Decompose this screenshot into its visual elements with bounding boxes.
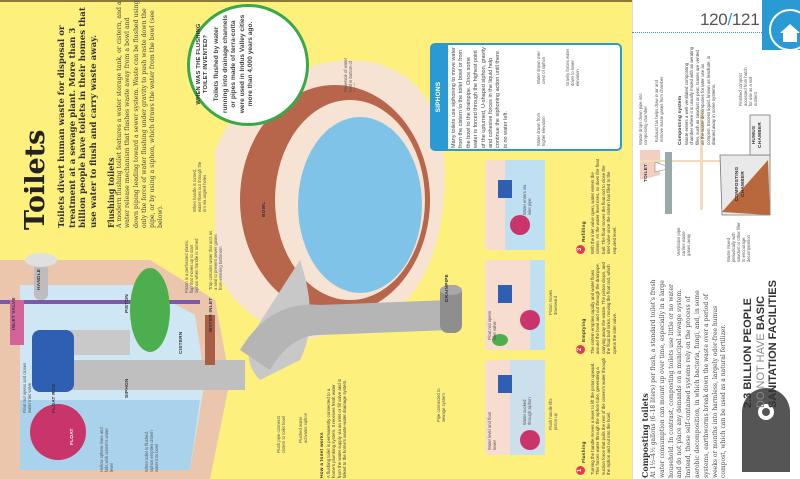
how-text: A flushing toilet is permanently connect… xyxy=(326,378,348,478)
label-piston: PISTON xyxy=(125,294,130,313)
note-trap: Trap contains water that acts as a seal … xyxy=(208,230,223,290)
label-cistern: CISTERN xyxy=(179,331,184,354)
note-vent: Ventilation pipe carries waste gases awa… xyxy=(676,227,691,256)
label-handle: HANDLE xyxy=(37,268,42,290)
note-float: Hollow sphere rises and falls with ciste… xyxy=(99,427,114,472)
step-number: 1 xyxy=(576,466,586,475)
step-title: Refilling xyxy=(582,221,587,242)
stat-callout: 2.3 BILLION PEOPLE DO NOT HAVE BASIC SAN… xyxy=(742,280,790,408)
page-title: Toilets xyxy=(24,129,51,230)
bubble-heading: WHEN WAS THE FLUSHING TOILET INVENTED? xyxy=(196,23,209,105)
note-piston: Piston is a perforated plastic flap that… xyxy=(184,238,199,293)
note-rim: When handle is turned, water flows out t… xyxy=(192,161,207,212)
label-siphon: SIPHON xyxy=(125,378,130,398)
fact-bubble-content: WHEN WAS THE FLUSHING TOILET INVENTED? T… xyxy=(196,14,300,114)
siphon-label-gravity: Gravity forces water down to lower eleva… xyxy=(565,48,580,86)
step2-label: Piston moves downward xyxy=(548,289,558,315)
note-float-rod: Float rod opens and closes water inlet v… xyxy=(22,362,32,413)
note-siphon: When toilet is flushed, siphon empties c… xyxy=(144,430,159,472)
siphons-heading: SIPHONS xyxy=(435,81,442,113)
step-text: Turning the handle moves a lever to lift… xyxy=(590,357,612,475)
label-toilet: TOILET xyxy=(644,163,649,182)
step-1: 1 Flushing Turning the handle moves a lev… xyxy=(572,355,628,475)
flushing-section: Flushing toilets A modern flushing toile… xyxy=(106,0,172,228)
step-title: Emptying xyxy=(582,318,587,342)
note-waste-drops: Waste drops down pipe into composting ch… xyxy=(638,93,648,145)
step-text: The cistern empties rapidly and water fl… xyxy=(590,262,617,354)
step1-label: Flush handle lifts piston up xyxy=(548,398,558,430)
label-float: FLOAT xyxy=(70,428,75,445)
siphons-text: Many toilets use siphoning to move water… xyxy=(451,47,509,148)
composting-heading: Composting toilets xyxy=(640,393,650,478)
label-water-inlet: WATER INLET xyxy=(209,297,214,332)
intro-text: Toilets divert human waste for disposal … xyxy=(57,7,99,228)
siphons-box xyxy=(430,43,622,151)
composting-section: Composting toilets At 1½–4½ gallons (6–1… xyxy=(640,278,732,478)
stat-line2a: DO NOT HAVE xyxy=(754,333,767,408)
page-number: 120/121 xyxy=(700,10,760,30)
system-text: Waste enters a well-ventilated compostin… xyxy=(684,46,717,145)
note-reservoir: Reservoir of water held in bottom of bow… xyxy=(343,58,355,92)
gear-icon xyxy=(762,0,800,51)
step-images xyxy=(485,160,545,455)
page-left-number: 120 xyxy=(700,10,728,29)
cistern xyxy=(0,253,245,479)
page-right-number: 121 xyxy=(731,10,760,29)
step-title: Flushing xyxy=(582,441,587,463)
composting-text: At 1½–4½ gallons (6–18 liters) per flush… xyxy=(650,279,728,478)
note-flushed-water: Flushed water activates siphon xyxy=(298,412,308,443)
bubble-text: Toilets flushed by water running into dr… xyxy=(213,14,255,114)
page-separator: / xyxy=(727,10,732,29)
stat-line2b: BASIC xyxy=(754,295,767,331)
step3-label: Water enters via inlet pipe xyxy=(522,184,532,215)
stat-line1: 2.3 BILLION PEOPLE xyxy=(742,297,754,408)
note-fan: Exhaust fan helps draw in air and remove… xyxy=(654,76,664,142)
step-number: 3 xyxy=(576,245,586,254)
siphon-label-high: Water drawn from higher elevation xyxy=(536,112,546,146)
step1-label: Water level and float lower xyxy=(487,411,497,450)
label-composting-chamber: COMPOSTING CHAMBER xyxy=(735,166,746,202)
toilet-roll-icon xyxy=(742,388,790,472)
note-mixed: Waste mixed periodically with sawdust or… xyxy=(726,222,751,262)
how-toilet-works: How a toilet works A flushing toilet is … xyxy=(320,378,372,478)
composting-system: Composting system Waste enters a well-ve… xyxy=(678,45,728,145)
composting-diagram xyxy=(640,110,771,216)
label-bowl: BOWL xyxy=(262,201,267,217)
siphon-label-crest: Water drawn over crest of siphon xyxy=(536,51,546,84)
step-2: 2 Emptying The cistern empties rapidly an… xyxy=(572,256,628,354)
siphons-header-bar xyxy=(432,45,448,149)
note-flush-pipe: Flush pipe connects cistern to toilet bo… xyxy=(276,415,286,453)
step1-label: Water sucked through siphon xyxy=(522,397,532,425)
step2-label: Float rod opens inlet valve xyxy=(487,310,497,340)
flushing-heading: Flushing toilets xyxy=(106,157,116,229)
step-3: 3 Refilling With the inlet valve open, wa… xyxy=(572,158,628,254)
step-number: 2 xyxy=(576,345,586,354)
note-finished: Finished compost accessed from hatch for… xyxy=(738,67,758,106)
label-humus-chamber: HUMUS CHAMBER xyxy=(752,122,763,148)
step-text: With the inlet valve open, water enters … xyxy=(590,159,617,254)
label-drainpipe: DRAINPIPE xyxy=(445,274,450,302)
stat-line3: SANITATION FACILITIES xyxy=(767,280,779,408)
label-float-rod: FLOAT ROD xyxy=(52,383,57,413)
dotted-rule xyxy=(632,32,762,33)
note-sewage: Pipe connected to sewage system xyxy=(436,388,446,422)
label-inlet-valve: INLET VALVE xyxy=(12,297,17,330)
flushing-text: A modern flushing toilet features a wate… xyxy=(116,0,165,228)
fact-bubble xyxy=(187,4,309,126)
drainpipe xyxy=(240,285,462,370)
